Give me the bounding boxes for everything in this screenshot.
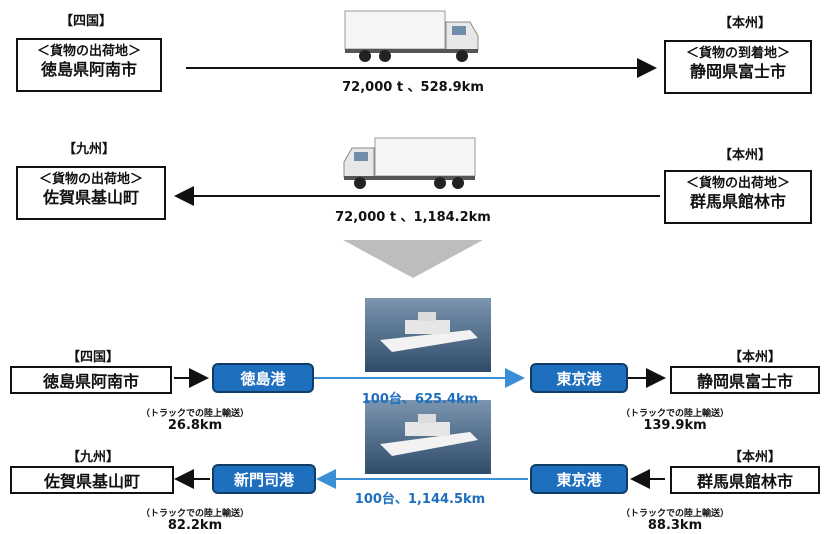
- ship2-origin-region: 【本州】: [728, 450, 781, 465]
- ship2-sea-label: 100台、1,144.5km: [354, 492, 486, 507]
- second-volume-distance: 72,000 t 、1,184.2km: [335, 210, 491, 225]
- ship2-land-note-right: （トラックでの陸上輸送）: [620, 509, 729, 519]
- ship1-origin-place: 徳島県阿南市: [10, 366, 172, 394]
- transition-down-arrow: [343, 240, 483, 278]
- ship1-land-dist-right: 139.9km: [643, 418, 707, 433]
- top-origin-box: ＜貨物の出荷地＞ 徳島県阿南市: [16, 38, 162, 92]
- top-dest-label: ＜貨物の到着地＞: [685, 46, 790, 61]
- second-origin-place: 群馬県館林市: [689, 192, 786, 211]
- ship1-land-note-right: （トラックでの陸上輸送）: [620, 409, 729, 419]
- top-dest-region: 【本州】: [718, 16, 771, 31]
- ship1-port-tokushima: 徳島港: [212, 363, 314, 393]
- top-dest-place: 静岡県富士市: [689, 62, 786, 81]
- second-origin-region: 【本州】: [718, 148, 771, 163]
- ship1-dest-region: 【本州】: [728, 350, 781, 365]
- ship1-dest-place: 静岡県富士市: [670, 366, 820, 394]
- second-dest-box: ＜貨物の出荷地＞ 佐賀県基山町: [16, 166, 166, 220]
- second-origin-box: ＜貨物の出荷地＞ 群馬県館林市: [664, 170, 812, 224]
- ship1-land-dist-left: 26.8km: [167, 418, 223, 433]
- ship2-land-note-left: （トラックでの陸上輸送）: [140, 509, 249, 519]
- ship1-sea-label: 100台、625.4km: [361, 392, 479, 407]
- ship1-origin-region: 【四国】: [66, 350, 119, 365]
- ship2-port-shinmoji: 新門司港: [212, 464, 316, 494]
- ship2-dest-region: 【九州】: [66, 450, 119, 465]
- ship1-port-tokyo: 東京港: [530, 363, 628, 393]
- ship2-dest-place: 佐賀県基山町: [10, 466, 174, 494]
- ship1-land-note-left: （トラックでの陸上輸送）: [140, 409, 249, 419]
- second-origin-label: ＜貨物の出荷地＞: [685, 176, 790, 191]
- ship2-land-dist-right: 88.3km: [647, 518, 703, 533]
- second-dest-label: ＜貨物の出荷地＞: [38, 172, 143, 187]
- second-dest-region: 【九州】: [62, 142, 115, 157]
- top-origin-region: 【四国】: [59, 14, 112, 29]
- ship2-origin-place: 群馬県館林市: [670, 466, 820, 494]
- ship2-port-tokyo: 東京港: [530, 464, 628, 494]
- top-origin-label: ＜貨物の出荷地＞: [36, 44, 141, 59]
- ship2-land-dist-left: 82.2km: [167, 518, 223, 533]
- top-volume-distance: 72,000 t 、528.9km: [342, 80, 484, 95]
- top-dest-box: ＜貨物の到着地＞ 静岡県富士市: [664, 40, 812, 94]
- top-origin-place: 徳島県阿南市: [40, 60, 137, 79]
- second-dest-place: 佐賀県基山町: [42, 188, 139, 207]
